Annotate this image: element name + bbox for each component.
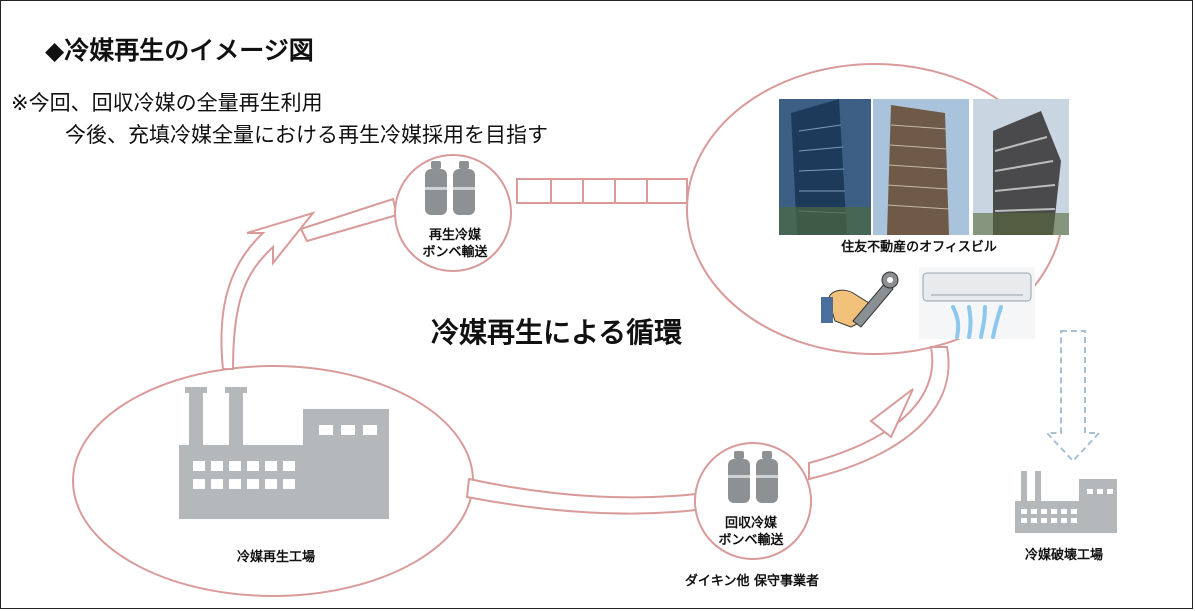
maintenance-operator-label: ダイキン他 保守事業者 (684, 574, 820, 589)
factory-icon (179, 387, 389, 519)
loop-band-left (299, 197, 399, 243)
loop-arrow-upper (220, 211, 316, 370)
page-title: ◆冷媒再生のイメージ図 (45, 36, 314, 65)
hand-wrench-icon (813, 271, 905, 343)
loop-band-bottom (465, 477, 706, 515)
office-building-photo (779, 99, 1069, 235)
regen-transport-circle (394, 154, 512, 272)
air-conditioner-icon (919, 267, 1035, 339)
factory-icon (1015, 471, 1117, 533)
regen-plant-label: 冷媒再生工場 (236, 550, 315, 565)
recover-transport-circle (694, 442, 812, 560)
gas-cylinder-icon (425, 161, 475, 215)
note-line-2: 今後、充填冷媒全量における再生冷媒採用を目指す (65, 123, 548, 147)
recover-transport-label: 回収冷媒 ボンベ輸送 (718, 516, 784, 548)
dashed-down-arrow (1044, 330, 1102, 463)
destroy-plant-label: 冷媒破壊工場 (1024, 548, 1103, 563)
gas-cylinder-icon (728, 451, 778, 503)
cycle-label: 冷媒再生による循環 (431, 316, 683, 349)
loop-arrow-right (808, 346, 950, 481)
loop-band-top (516, 178, 688, 204)
loop-arrowhead-right (869, 388, 914, 439)
office-building-label: 住友不動産のオフィスビル (841, 240, 997, 255)
note-line-1: ※今回、回収冷媒の全量再生利用 (11, 91, 323, 115)
regen-transport-label: 再生冷媒 ボンベ輸送 (422, 228, 488, 260)
